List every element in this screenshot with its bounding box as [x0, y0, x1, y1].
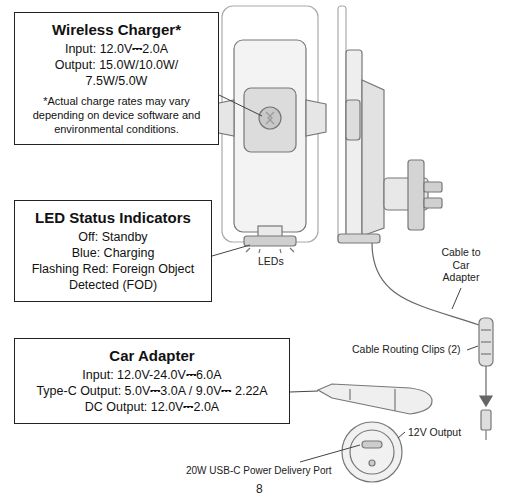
spec-box: Car AdapterInput: 12.0V-24.0V⎓6.0AType-C…: [14, 338, 290, 424]
part-label: Cable Routing Clips (2): [352, 343, 461, 356]
box-heading: Car Adapter: [23, 346, 281, 365]
page-number: 8: [256, 482, 263, 496]
box-heading: LED Status Indicators: [23, 208, 203, 227]
part-label: 12V Output: [408, 426, 461, 439]
part-label: 20W USB-C Power Delivery Port: [186, 465, 332, 477]
spec-box: Wireless Charger* Input: 12.0V⎓2.0AOutput…: [14, 12, 219, 145]
box-text: Output: 15.0W/10.0W/ 7.5W/5.0W: [23, 57, 210, 89]
box-text: Flashing Red: Foreign Object Detected (F…: [23, 261, 203, 293]
box-text: Blue: Charging: [23, 245, 203, 261]
box-text: Off: Standby: [23, 229, 203, 245]
box-heading: Wireless Charger*: [23, 20, 210, 39]
spec-box: LED Status IndicatorsOff: StandbyBlue: C…: [14, 200, 212, 302]
box-text: Type-C Output: 5.0V⎓3.0A / 9.0V⎓ 2.22A: [23, 383, 281, 399]
box-text: *Actual charge rates may vary depending …: [23, 95, 210, 136]
box-text: Input: 12.0V⎓2.0A: [23, 41, 210, 57]
box-text: Input: 12.0V-24.0V⎓6.0A: [23, 367, 281, 383]
part-label: Cable to Car Adapter: [436, 246, 486, 284]
box-text: DC Output: 12.0V⎓2.0A: [23, 399, 281, 415]
part-label: LEDs: [258, 255, 284, 268]
